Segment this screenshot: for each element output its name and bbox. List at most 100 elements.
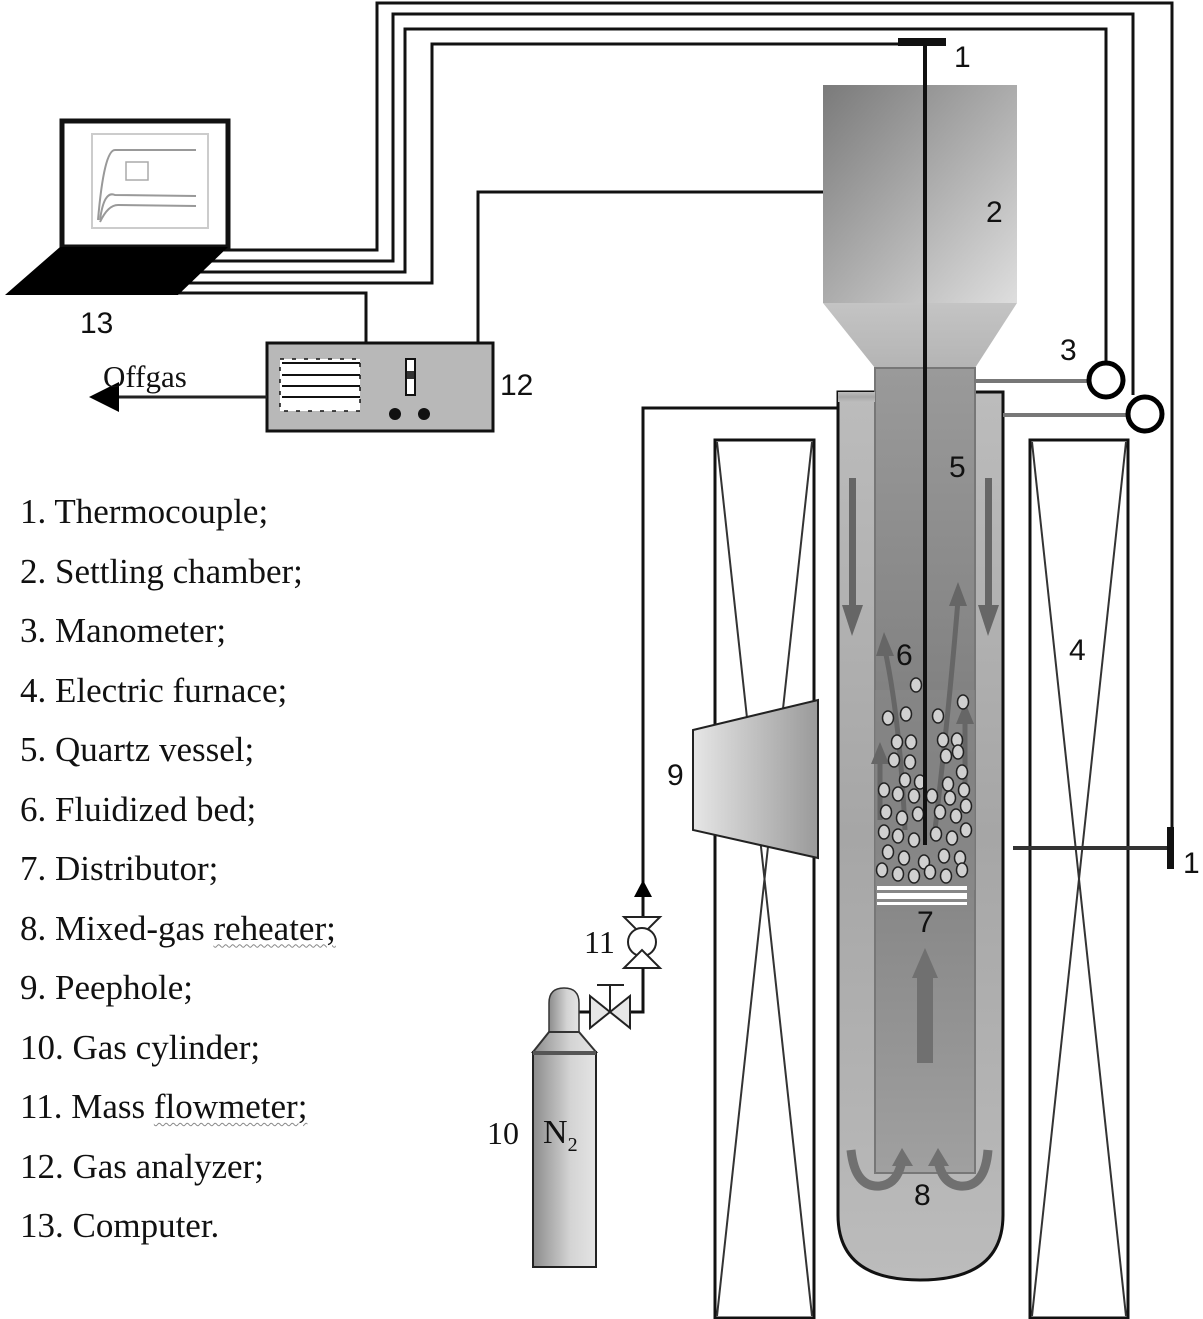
legend-text: Mixed-gas <box>55 908 214 948</box>
callout-10: 10 <box>487 1115 519 1151</box>
reheater-arrowheads <box>892 1148 949 1166</box>
callout-3: 3 <box>1060 334 1077 367</box>
particle <box>903 754 917 770</box>
gas-flow-arrowheads <box>871 582 974 764</box>
side-thermocouple-head <box>1167 827 1174 869</box>
callout-8: 8 <box>914 1179 931 1212</box>
particle <box>933 804 947 820</box>
legend-text-spellcheck: flowmeter; <box>153 1087 308 1126</box>
callout-1-side: 1 <box>1183 847 1200 880</box>
particle <box>891 866 905 882</box>
particle <box>937 848 951 864</box>
particle <box>890 734 904 750</box>
particle <box>891 828 905 844</box>
downflow-arrows <box>842 478 999 636</box>
offgas-label: Offgas <box>103 359 187 394</box>
particle <box>955 764 969 780</box>
particle <box>907 868 921 884</box>
particle <box>875 862 889 878</box>
legend-text: Gas cylinder; <box>72 1027 261 1067</box>
callout-6: 6 <box>896 639 913 672</box>
legend-number: 5. <box>20 730 55 769</box>
jacket-cap-left <box>838 392 875 402</box>
legend-number: 11. <box>20 1087 72 1126</box>
legend-item: 4. Electric furnace; <box>20 661 336 721</box>
legend-item: 6. Fluidized bed; <box>20 780 336 840</box>
particle <box>898 772 912 788</box>
particle <box>909 677 923 693</box>
legend-item: 8. Mixed-gas reheater; <box>20 899 336 959</box>
legend-number: 6. <box>20 789 55 829</box>
sample-line <box>476 190 824 343</box>
particle <box>887 752 901 768</box>
particle <box>881 844 895 860</box>
legend-number: 3. <box>20 611 55 650</box>
particle <box>943 790 957 806</box>
particle <box>925 788 939 804</box>
particle <box>959 798 973 814</box>
particle <box>939 868 953 884</box>
legend-item: 12. Gas analyzer; <box>20 1137 336 1197</box>
particle <box>941 776 955 792</box>
signal-wires <box>175 1 1174 848</box>
legend-item: 7. Distributor; <box>20 839 336 899</box>
particle <box>955 862 969 878</box>
legend-number: 8. <box>20 908 55 948</box>
legend-text: Computer. <box>72 1206 220 1245</box>
callout-9: 9 <box>667 759 684 792</box>
upflow-arrow <box>912 948 938 1063</box>
peephole <box>692 698 819 860</box>
callout-11: 11 <box>584 924 615 960</box>
particle <box>949 808 963 824</box>
cylinder-gas-label: N2 <box>543 1114 578 1156</box>
particle <box>879 804 893 820</box>
nitrogen-feed-line <box>641 406 838 885</box>
particle <box>923 864 937 880</box>
bed-particles <box>875 677 973 884</box>
particle <box>936 732 950 748</box>
particle <box>907 788 921 804</box>
cylinder-valve <box>589 984 631 1031</box>
gas-analyzer <box>265 341 495 433</box>
gas-cylinder <box>530 987 599 1268</box>
particle <box>899 706 913 722</box>
reheater-arrows <box>846 1149 993 1191</box>
manometer-gauge-2 <box>1125 394 1165 434</box>
legend-text-spellcheck: reheater; <box>213 908 336 948</box>
legend-item: 11. Mass flowmeter; <box>20 1077 336 1137</box>
particle <box>881 710 895 726</box>
particle <box>895 810 909 826</box>
particle <box>904 734 918 750</box>
particle <box>897 850 911 866</box>
legend-number: 4. <box>20 670 55 710</box>
callout-4: 4 <box>1069 634 1086 667</box>
legend-item: 2. Settling chamber; <box>20 542 336 602</box>
callout-1-top: 1 <box>954 41 971 74</box>
legend-number: 7. <box>20 849 55 888</box>
legend-text: Thermocouple; <box>54 492 269 531</box>
legend-item: 9. Peephole; <box>20 958 336 1018</box>
legend-text: Distributor; <box>55 849 219 888</box>
distributor <box>877 886 967 905</box>
legend-number: 10. <box>20 1027 73 1067</box>
legend-number: 13. <box>20 1206 73 1245</box>
settling-chamber <box>823 85 1017 303</box>
mass-flowmeter <box>621 916 663 969</box>
legend-text: Electric furnace; <box>55 670 288 710</box>
callout-13: 13 <box>80 307 113 340</box>
particle <box>929 826 943 842</box>
callout-12: 12 <box>500 369 533 402</box>
legend-text: Manometer; <box>55 611 227 650</box>
manometer-gauge-1 <box>1086 360 1126 400</box>
particle <box>951 744 965 760</box>
legend-text: Mass <box>71 1087 154 1126</box>
particle <box>945 830 959 846</box>
callout-2: 2 <box>986 196 1003 229</box>
legend: 1. Thermocouple;2. Settling chamber;3. M… <box>20 482 336 1256</box>
legend-text: Quartz vessel; <box>55 730 255 769</box>
callout-7: 7 <box>917 906 934 939</box>
legend-number: 9. <box>20 968 55 1007</box>
legend-item: 13. Computer. <box>20 1196 336 1256</box>
legend-text: Settling chamber; <box>55 551 303 591</box>
particle <box>931 708 945 724</box>
